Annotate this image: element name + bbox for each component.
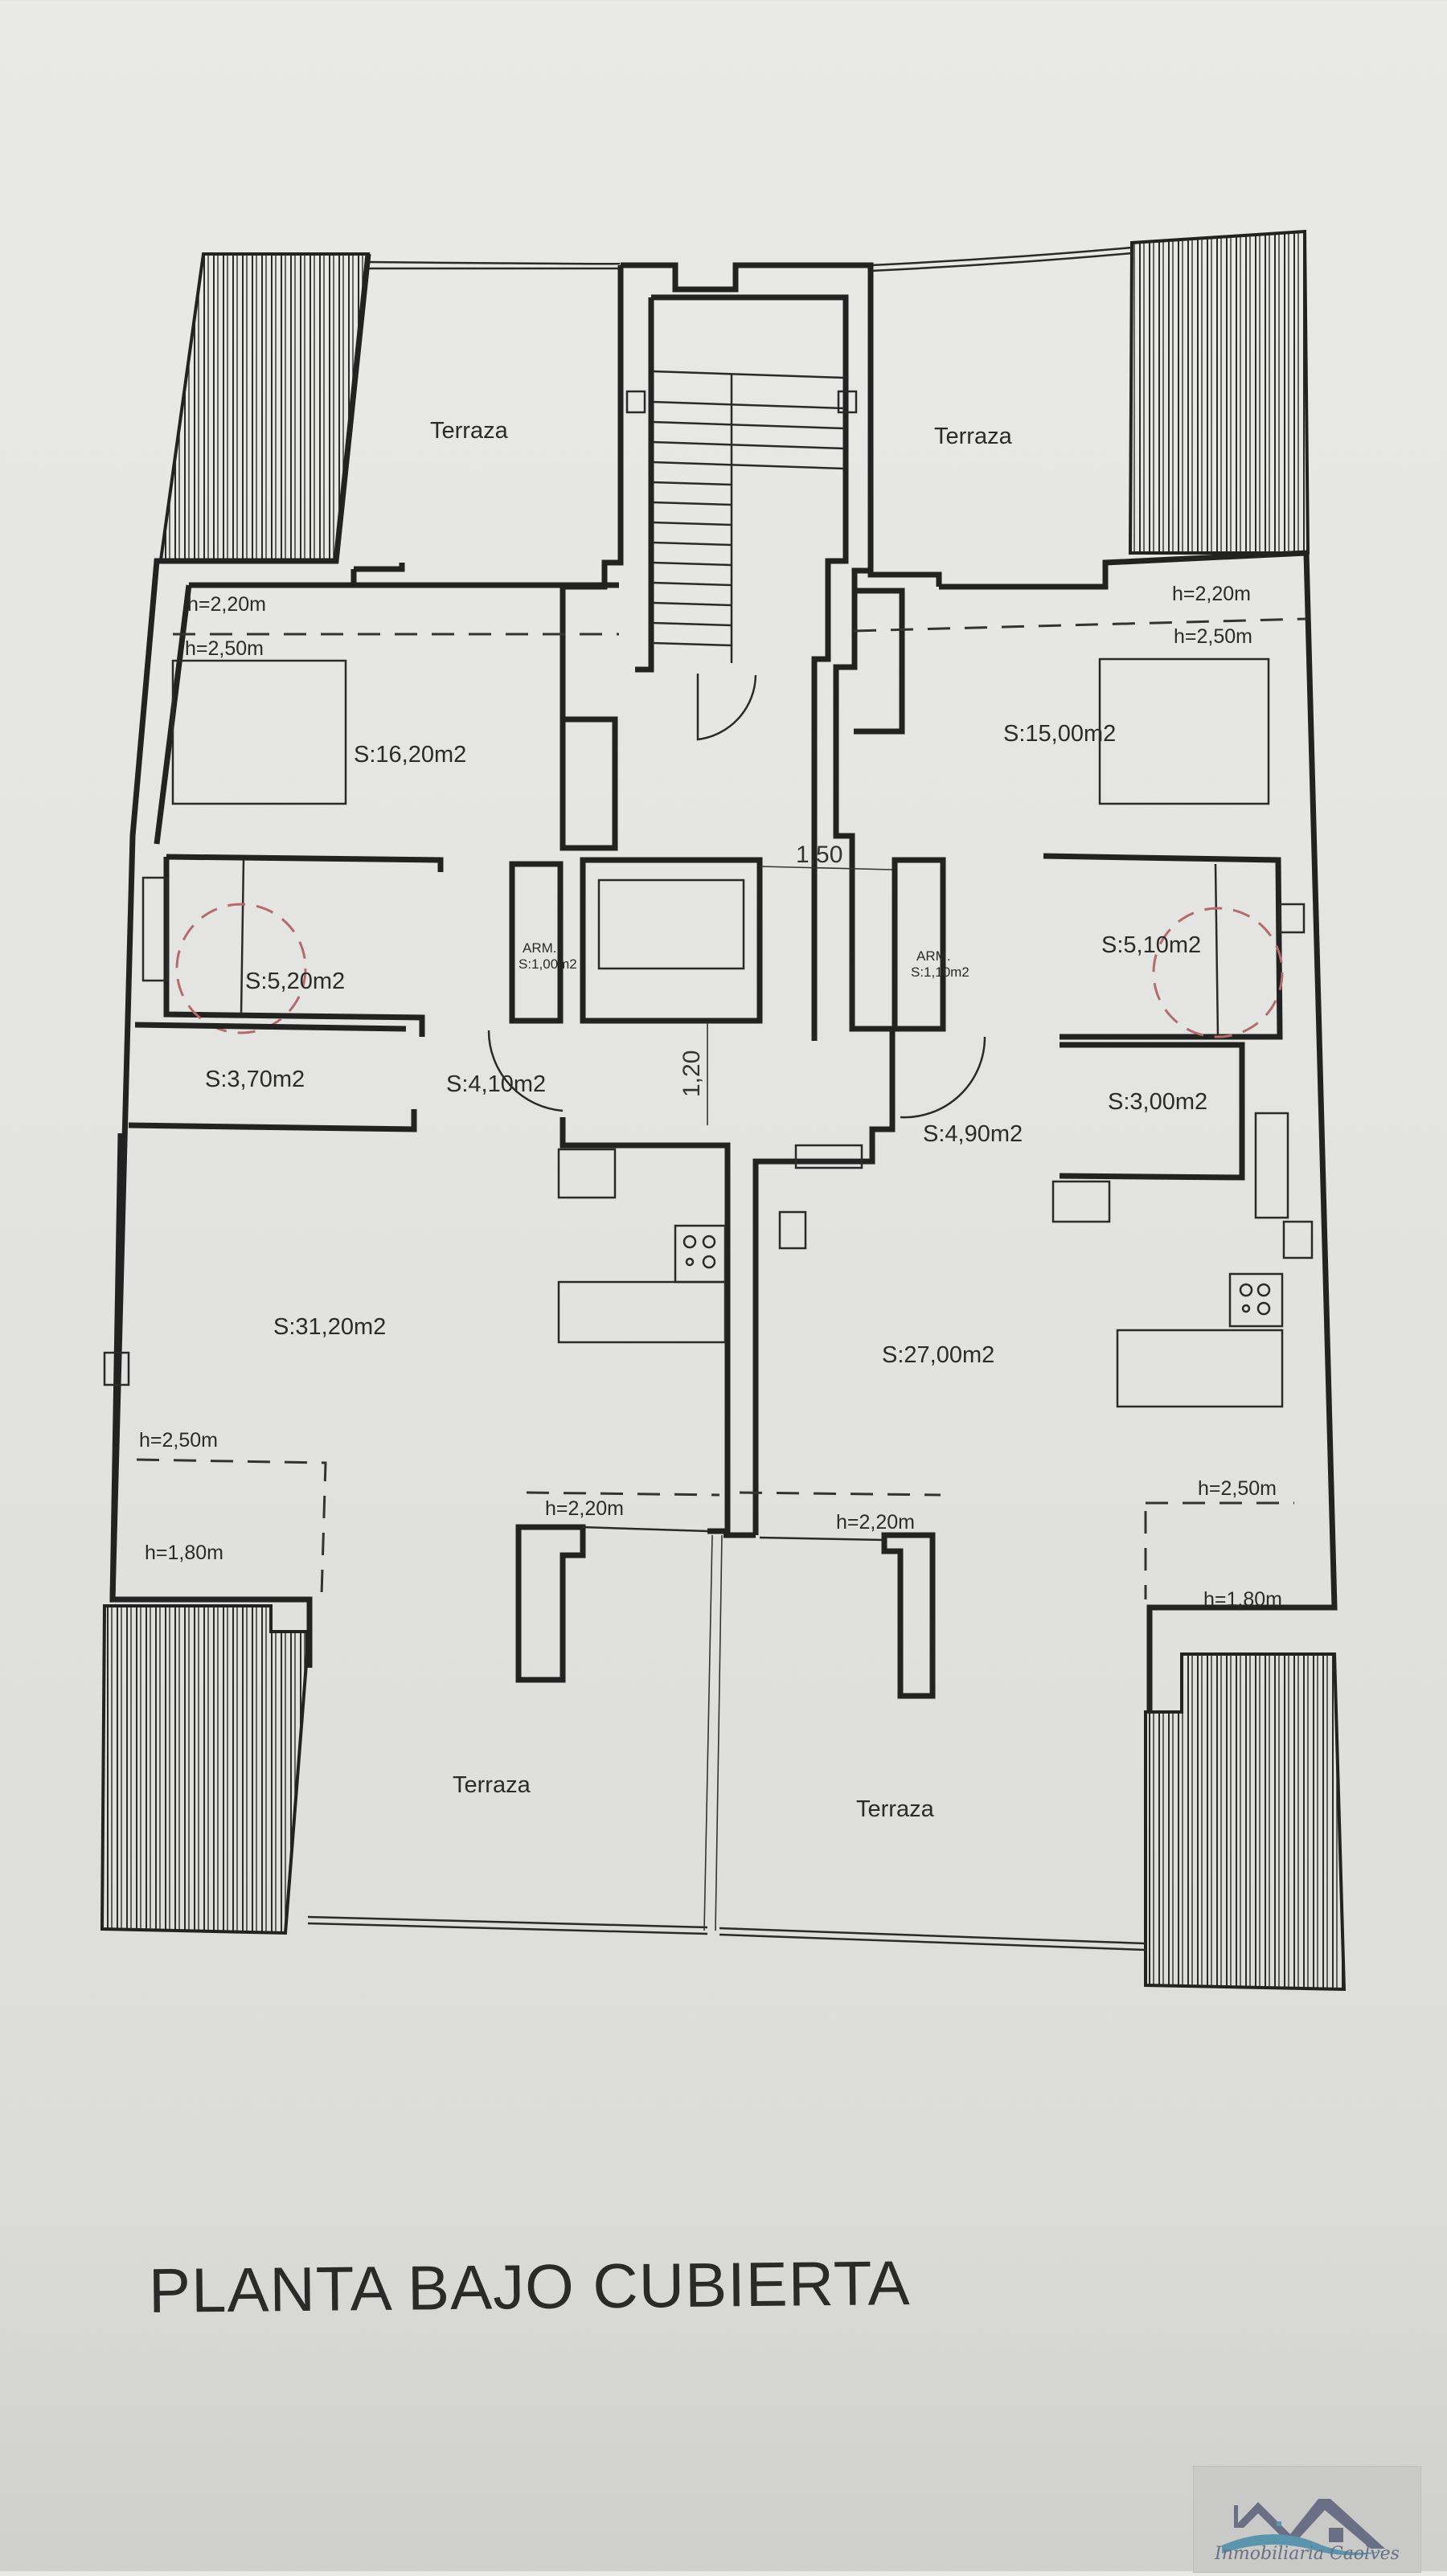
label-wardrobe-left-title: ARM. [523, 940, 557, 956]
label-bath-right: S:5,10m2 [1101, 932, 1201, 958]
height-living-left-low: h=1,80m [145, 1542, 223, 1564]
height-living-left-high: h=2,50m [139, 1429, 218, 1452]
label-bath-left: S:5,20m2 [245, 969, 345, 994]
label-hall-left: S:4,10m2 [446, 1071, 546, 1097]
stair-core [487, 262, 986, 1535]
label-bedroom-right: S:15,00m2 [1003, 721, 1116, 747]
dim-landing-width: 1,50 [796, 842, 842, 868]
label-wardrobe-right-title: ARM. [916, 948, 951, 964]
height-bed-right-high: h=2,50m [1174, 625, 1252, 648]
ceiling-height-labels: h=2,20m h=2,50m h=2,20m h=2,50m h=2,50m … [139, 583, 1307, 1611]
label-terraza-bottom-right: Terraza [856, 1796, 935, 1822]
right-unit-walls [724, 265, 1338, 1712]
plan-title: PLANTA BAJO CUBIERTA [148, 2247, 912, 2326]
height-bed-right-low: h=2,20m [1172, 583, 1251, 605]
label-storage-left: S:3,70m2 [205, 1067, 305, 1092]
height-living-right-door: h=2,20m [836, 1511, 915, 1534]
label-terraza-top-right: Terraza [934, 424, 1013, 449]
label-terraza-top-left: Terraza [430, 418, 509, 444]
label-bedroom-left: S:16,20m2 [354, 742, 466, 768]
stair-treads [652, 400, 845, 647]
dim-landing-depth: 1,20 [678, 1050, 705, 1097]
label-living-right: S:27,00m2 [882, 1342, 994, 1368]
terrace-railings [307, 246, 1146, 1951]
label-hall-right: S:4,90m2 [923, 1121, 1023, 1147]
agency-logo: Inmobiliaria Caolves [1193, 2466, 1421, 2573]
height-living-right-high: h=2,50m [1198, 1477, 1277, 1500]
house-roof-icon [1222, 2499, 1399, 2556]
room-labels: Terraza Terraza S:16,20m2 S:15,00m2 S:5,… [205, 418, 1207, 1822]
left-unit-walls [103, 253, 731, 1683]
height-living-left-door: h=2,20m [545, 1497, 624, 1520]
height-bed-left-low: h=2,20m [187, 593, 266, 616]
dimension-labels: 1,50 1,20 [678, 842, 842, 1097]
label-terraza-bottom-left: Terraza [453, 1772, 531, 1798]
label-living-left: S:31,20m2 [273, 1314, 386, 1340]
label-storage-right: S:3,00m2 [1108, 1089, 1207, 1115]
label-wardrobe-right-area: S:1,10m2 [911, 964, 969, 980]
label-wardrobe-left-area: S:1,00m2 [519, 956, 577, 972]
height-bed-left-high: h=2,50m [185, 637, 264, 660]
height-living-right-low: h=1,80m [1203, 1588, 1282, 1611]
roof-slope-hatch [100, 229, 1347, 1992]
logo-text: Inmobiliaria Caolves [1215, 2544, 1400, 2564]
